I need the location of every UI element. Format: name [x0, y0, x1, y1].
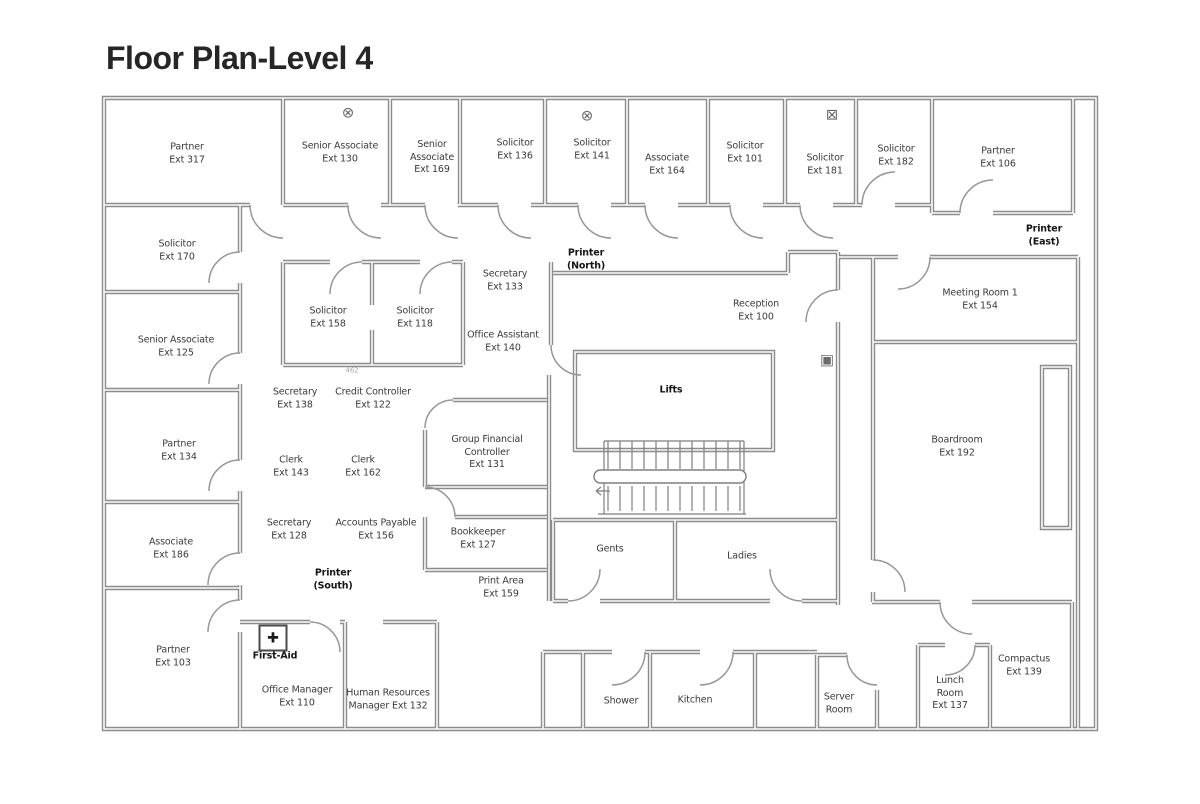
- stair-handrail: [593, 469, 747, 484]
- floor-plan-title: Floor Plan-Level 4: [106, 40, 373, 76]
- wall-lines: [101, 95, 1099, 732]
- door-arcs: [207, 171, 994, 686]
- staircase: [593, 440, 747, 515]
- wall-centerline: [103, 97, 1097, 730]
